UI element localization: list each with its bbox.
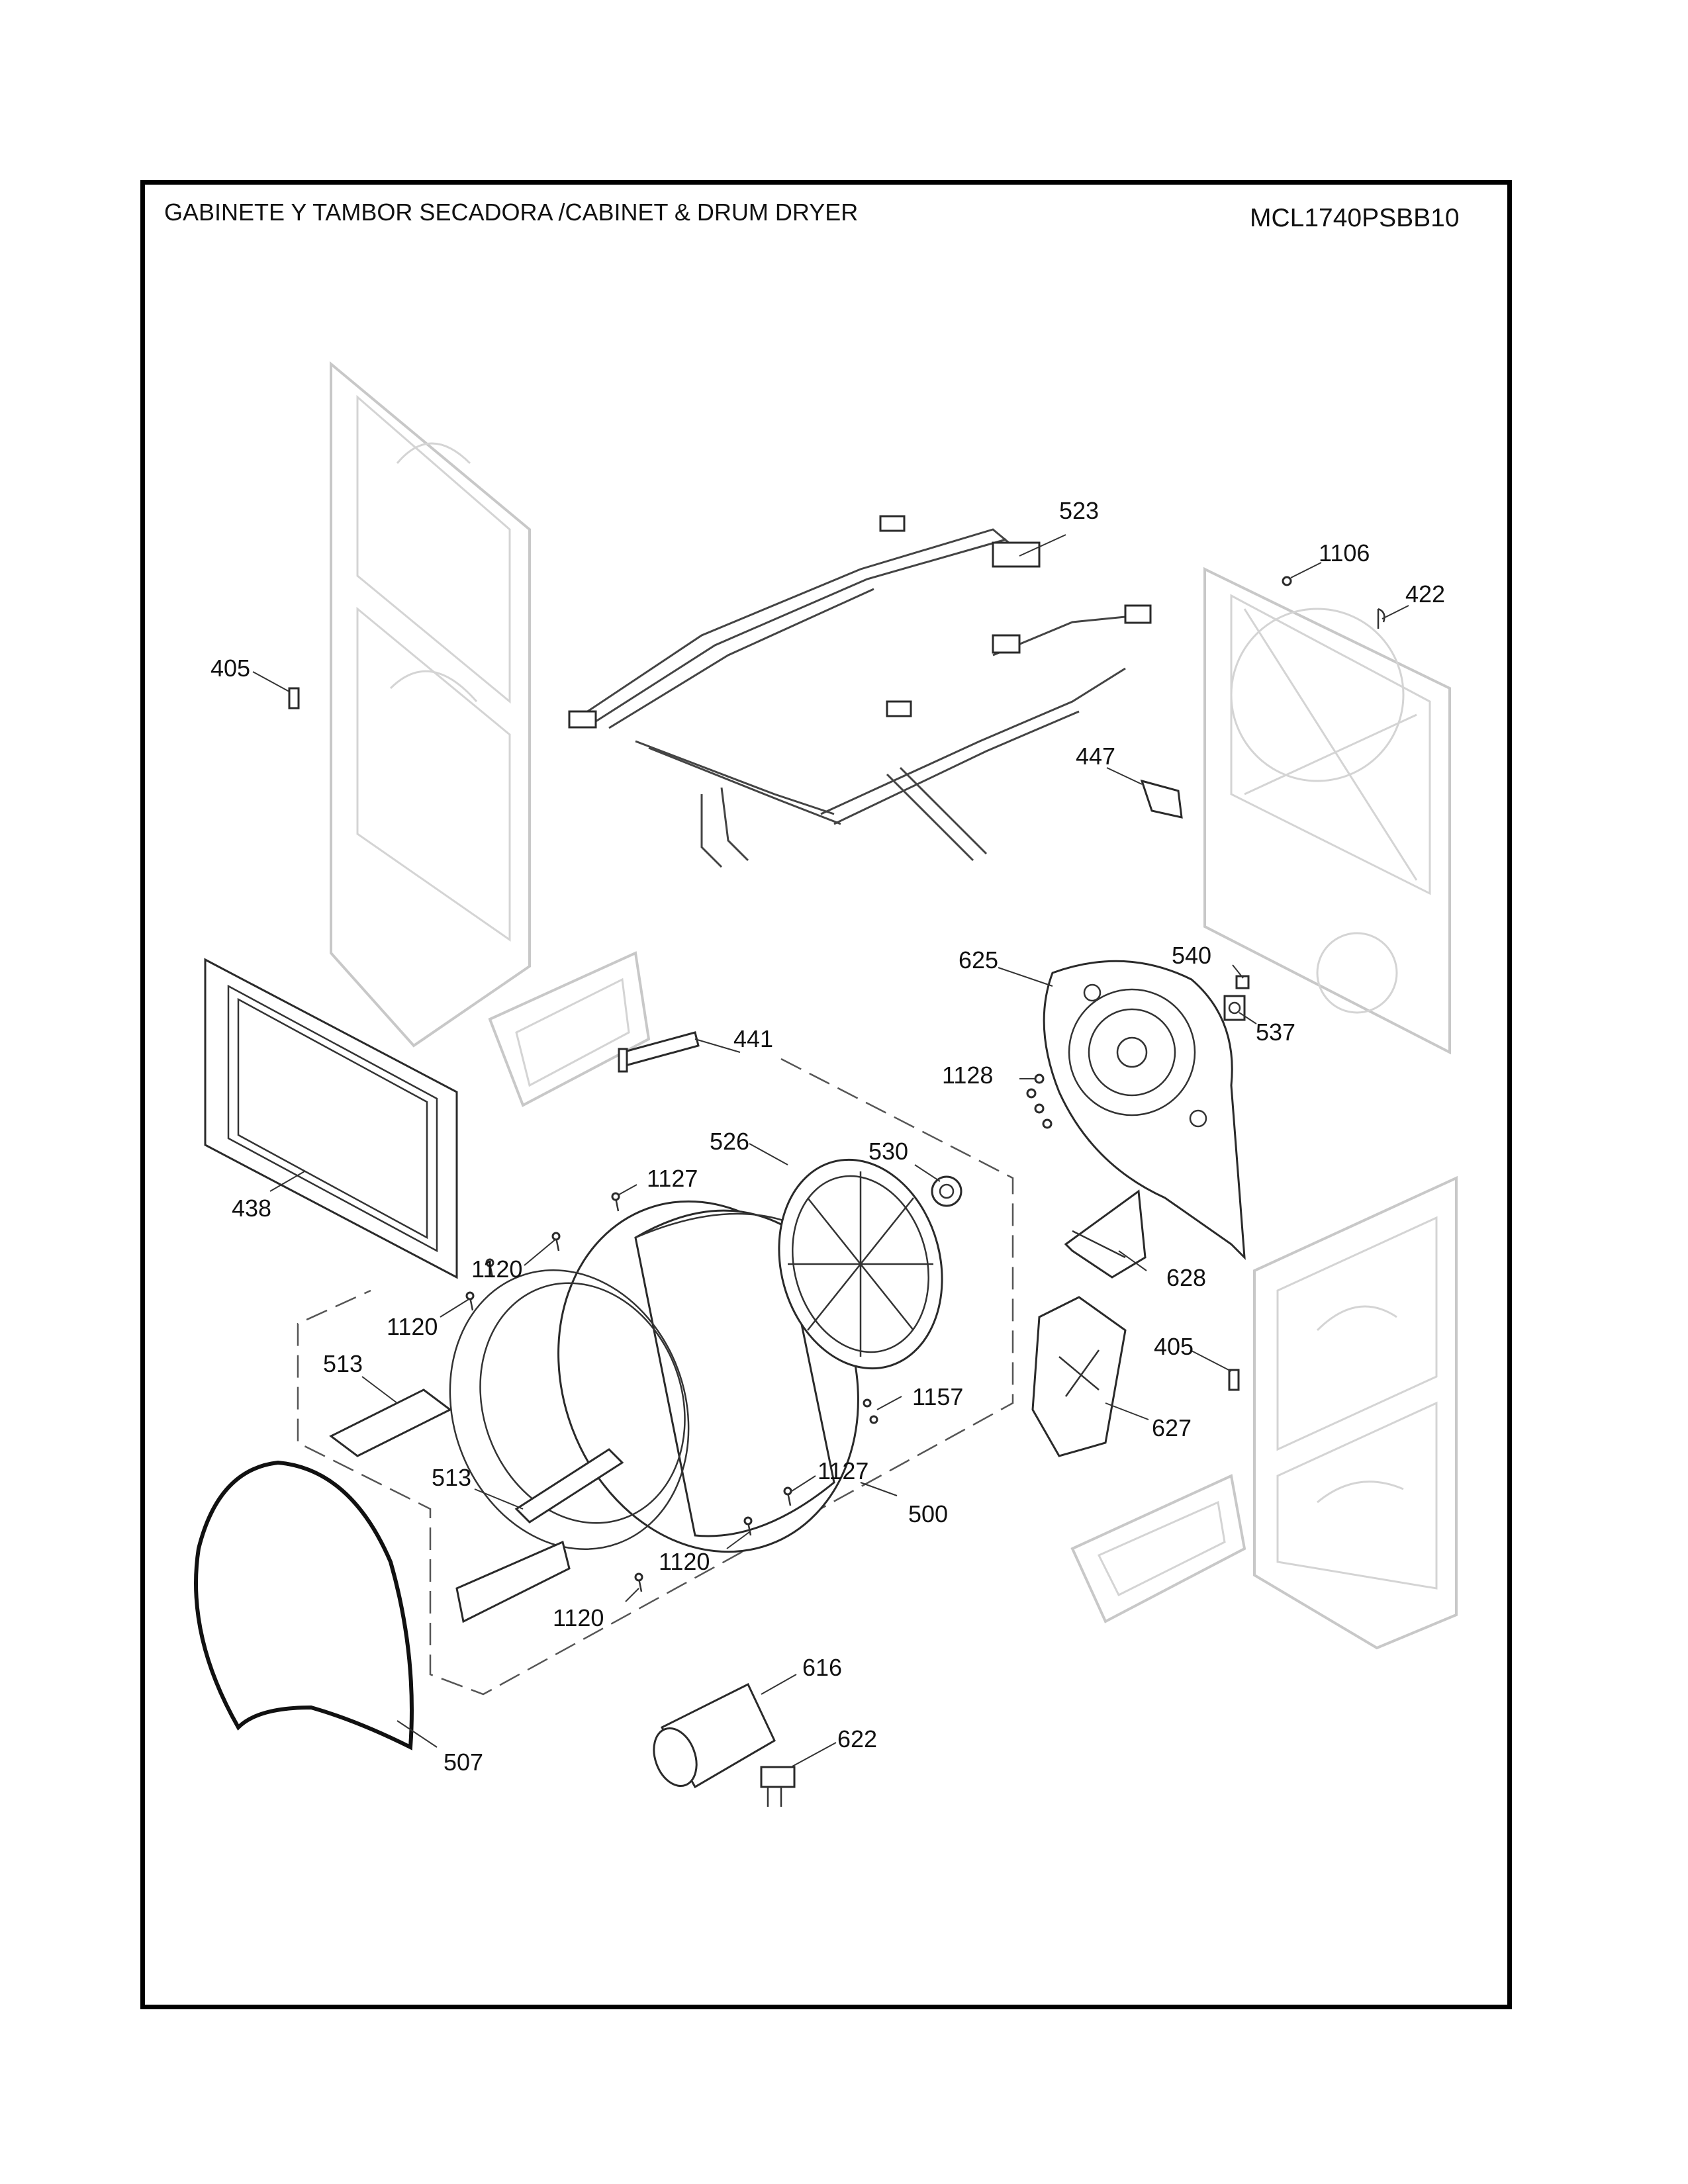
ghost-right-side-panel: [1253, 1175, 1458, 1650]
callout-507: 507: [444, 1749, 483, 1776]
callout-1120-b: 1120: [387, 1313, 438, 1340]
blower-housing: [1043, 960, 1246, 1260]
ghost-base-tray-left: [488, 951, 651, 1107]
clip-405-right: [1228, 1369, 1240, 1391]
diagram-frame: [140, 180, 1512, 2009]
motor-mount: [1031, 1296, 1127, 1457]
front-panel: [204, 958, 458, 1279]
callout-1120-c: 1120: [659, 1548, 710, 1575]
callout-405-right: 405: [1154, 1333, 1194, 1360]
callout-500: 500: [908, 1500, 948, 1527]
callout-405-top: 405: [211, 655, 250, 682]
callout-540: 540: [1172, 942, 1211, 969]
callout-1127-bottom: 1127: [818, 1457, 868, 1484]
callout-1120-d: 1120: [553, 1604, 604, 1631]
callout-537: 537: [1256, 1019, 1295, 1046]
bracket-628: [1064, 1189, 1147, 1279]
screws-1128: [1026, 1073, 1053, 1129]
callout-labels: 523 1106 422 405 447 625 540 537 441 112…: [211, 497, 1445, 1776]
callout-1127-top: 1127: [647, 1165, 698, 1192]
ghost-left-side-panel: [330, 361, 531, 1048]
heater: [653, 1682, 776, 1789]
callout-625: 625: [959, 946, 998, 974]
callout-422: 422: [1405, 580, 1445, 608]
callout-1106: 1106: [1319, 539, 1370, 567]
callout-1128: 1128: [942, 1062, 993, 1089]
callout-513-top: 513: [323, 1350, 363, 1377]
callout-526: 526: [710, 1128, 749, 1155]
drum-rear-screen: [778, 1158, 943, 1370]
screw-1106: [1282, 576, 1292, 586]
bracket-447: [1140, 779, 1183, 819]
baffle-middle: [514, 1448, 624, 1524]
baffle-bottom: [455, 1540, 571, 1623]
callout-628: 628: [1166, 1264, 1206, 1291]
callout-616: 616: [802, 1654, 842, 1681]
bearing: [931, 1175, 962, 1207]
thermostat-537: [1223, 995, 1246, 1021]
callout-1157: 1157: [912, 1383, 963, 1410]
callout-627: 627: [1152, 1414, 1192, 1441]
clip-405-top: [288, 687, 300, 709]
ghost-rear-panel: [1203, 567, 1451, 1055]
front-shield: [194, 1460, 414, 1751]
page-title: GABINETE Y TAMBOR SECADORA /CABINET & DR…: [164, 199, 859, 226]
callout-438: 438: [232, 1195, 271, 1222]
callout-523: 523: [1059, 497, 1099, 524]
baffle-top: [329, 1388, 452, 1457]
callout-447: 447: [1076, 743, 1115, 770]
clip-422: [1377, 608, 1385, 629]
drum: [449, 1200, 859, 1553]
sensor-540: [1235, 975, 1250, 989]
callout-1120-a: 1120: [471, 1255, 522, 1283]
ghost-base-tray-right: [1070, 1474, 1246, 1623]
callout-622: 622: [837, 1725, 877, 1752]
callout-513-bottom: 513: [432, 1464, 471, 1491]
thermostat-622: [760, 1766, 796, 1807]
bracket-441: [618, 1031, 700, 1073]
wire-harness: [568, 515, 1152, 868]
model-number: MCL1740PSBB10: [1250, 204, 1460, 232]
drum-assembly-outline: [297, 1058, 1014, 1696]
leader-lines: [252, 534, 1409, 1768]
callout-441: 441: [733, 1025, 773, 1052]
screws: [465, 1192, 878, 1592]
callout-530: 530: [868, 1138, 908, 1165]
